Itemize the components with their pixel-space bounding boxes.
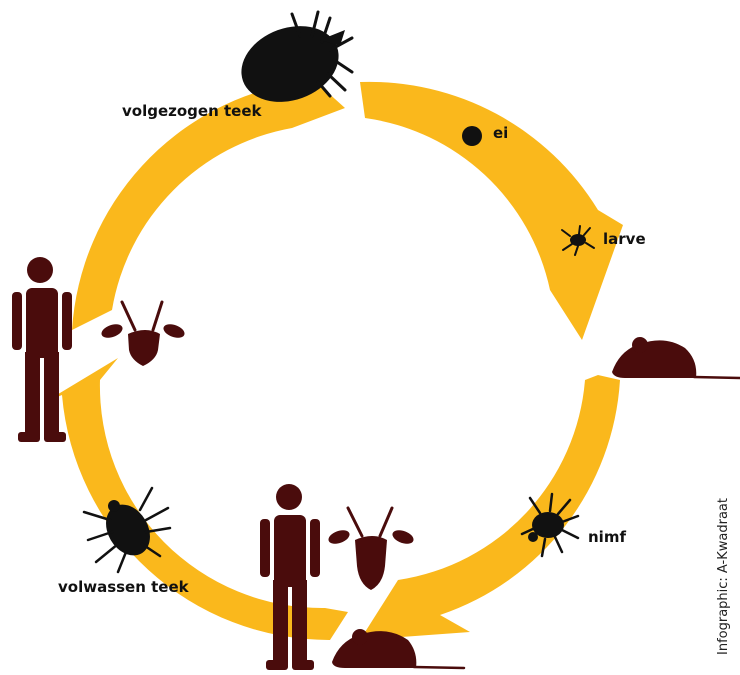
ring-segment-egg-to-larva — [360, 82, 623, 340]
human-icon-bottom — [260, 484, 320, 670]
deer-icon-left — [100, 302, 187, 366]
ring-segment-larva-to-nymph — [360, 375, 620, 640]
credit: Infographic: A-Kwadraat — [716, 498, 731, 655]
human-icon-left — [12, 257, 72, 442]
deer-icon-bottom — [327, 508, 416, 590]
label-engorged-tick: volgezogen teek — [122, 102, 261, 120]
label-egg: ei — [493, 124, 508, 142]
label-adult-tick: volwassen teek — [58, 578, 189, 596]
label-nymph: nimf — [588, 528, 626, 546]
mouse-icon-bottom — [332, 629, 464, 668]
egg-icon — [462, 126, 482, 146]
label-larva: larve — [603, 230, 646, 248]
mouse-icon-right — [612, 337, 740, 378]
